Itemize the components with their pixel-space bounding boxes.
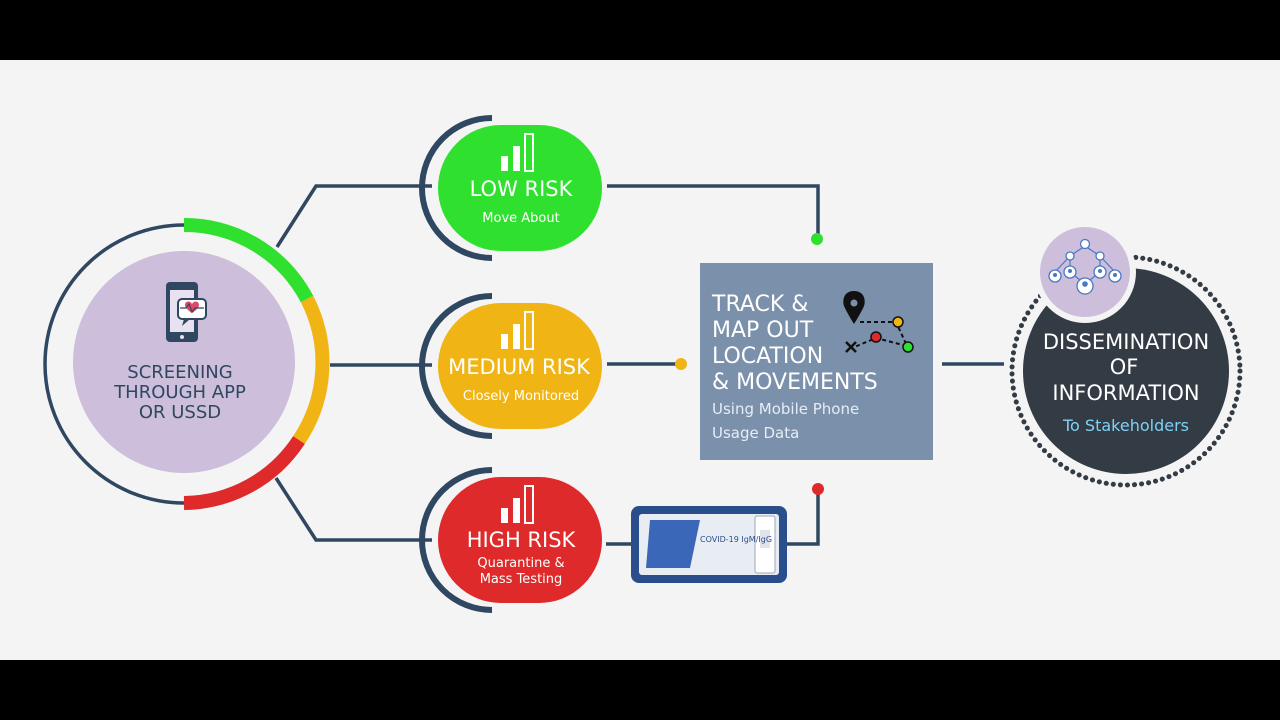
- test-kit-icon: COVID-19 IgM/IgG: [631, 506, 787, 583]
- low-connector-dot: [811, 233, 823, 245]
- connector-to-low: [275, 184, 432, 248]
- screening-ring-medium-segment: [293, 295, 330, 444]
- risk-high-bracket: [419, 467, 493, 613]
- track-title-line4: & MOVEMENTS: [712, 370, 878, 395]
- dissemination-dotted-ring: [1009, 254, 1243, 488]
- screening-ring-high-segment: [183, 436, 305, 510]
- risk-low-title: LOW RISK: [470, 177, 574, 201]
- track-title-line1: TRACK &: [711, 292, 808, 317]
- risk-high-pill: [438, 477, 602, 603]
- track-title-line3: LOCATION: [712, 344, 823, 369]
- connector-to-high: [274, 477, 432, 542]
- screening-label-line1: SCREENING: [127, 362, 232, 383]
- track-subtitle-line2: Usage Data: [712, 424, 799, 442]
- diagram-stage: SCREENING THROUGH APP OR USSD LOW RISK M…: [0, 60, 1280, 660]
- flow-diagram: SCREENING THROUGH APP OR USSD LOW RISK M…: [43, 115, 1243, 613]
- risk-low-bracket: [419, 115, 493, 261]
- screening-ring-low-segment: [183, 217, 314, 303]
- risk-medium-bracket: [419, 293, 493, 439]
- risk-low-subtitle: Move About: [482, 211, 559, 226]
- screening-label-line3: OR USSD: [139, 402, 221, 423]
- risk-medium-title: MEDIUM RISK: [448, 355, 591, 379]
- map-route-icon: [843, 291, 914, 353]
- network-badge-inner: [1040, 227, 1130, 317]
- screening-node: SCREENING THROUGH APP OR USSD: [43, 217, 330, 510]
- dissemination-subtitle: To Stakeholders: [1062, 416, 1189, 435]
- medium-connector-dot: [675, 358, 687, 370]
- dissemination-title-line2: OF: [1110, 355, 1139, 379]
- risk-medium-subtitle: Closely Monitored: [463, 389, 579, 404]
- connector-low-to-track: [607, 184, 820, 236]
- risk-low-pill: [438, 125, 602, 251]
- risk-high-title: HIGH RISK: [467, 528, 577, 552]
- dissemination-node: DISSEMINATION OF INFORMATION To Stakehol…: [1009, 221, 1243, 488]
- phone-heart-icon: [166, 282, 207, 342]
- bar-chart-icon: [501, 311, 534, 350]
- screening-connectors: [274, 184, 432, 542]
- track-subtitle-line1: Using Mobile Phone: [712, 400, 859, 418]
- track-title-line2: MAP OUT: [712, 318, 814, 343]
- risk-high-subtitle-line1: Quarantine &: [477, 556, 564, 571]
- risk-high-subtitle-line2: Mass Testing: [480, 572, 563, 587]
- risk-connectors: [606, 184, 820, 546]
- connector-kit-to-track: [786, 490, 820, 546]
- network-people-icon: [1048, 238, 1122, 295]
- risk-low-node: LOW RISK Move About: [419, 115, 602, 261]
- dissemination-title-line3: INFORMATION: [1052, 381, 1199, 405]
- screening-circle: [73, 251, 295, 473]
- risk-medium-pill: [438, 303, 602, 429]
- track-box: [700, 263, 933, 460]
- screening-outer-ring: [43, 223, 185, 505]
- high-connector-dot: [812, 483, 824, 495]
- dissemination-title-line1: DISSEMINATION: [1043, 330, 1209, 354]
- bar-chart-icon: [501, 133, 534, 172]
- bar-chart-icon: [501, 485, 534, 524]
- track-node: TRACK & MAP OUT LOCATION & MOVEMENTS Usi…: [700, 263, 933, 460]
- screening-label-line2: THROUGH APP: [113, 382, 246, 403]
- test-kit-label: COVID-19 IgM/IgG: [700, 535, 772, 544]
- risk-medium-node: MEDIUM RISK Closely Monitored: [419, 293, 602, 439]
- risk-high-node: HIGH RISK Quarantine & Mass Testing: [419, 467, 602, 613]
